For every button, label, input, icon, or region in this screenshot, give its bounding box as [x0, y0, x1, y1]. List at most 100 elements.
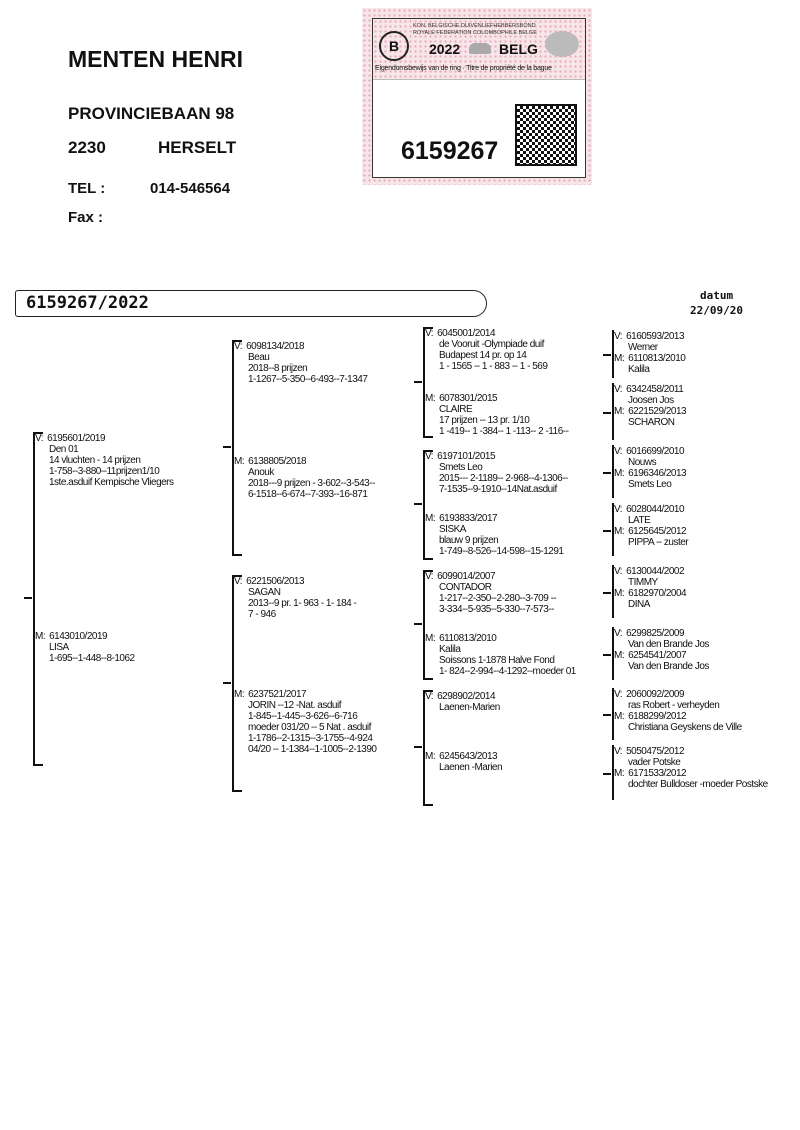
- entry-detail: 14 vluchten - 14 prijzen: [49, 455, 141, 466]
- sex-label: V:: [614, 746, 623, 757]
- ring-number: 6299825/2009: [626, 628, 685, 639]
- entry-detail: CLAIRE: [439, 404, 473, 415]
- owner-postcode: 2230: [68, 138, 106, 157]
- ring-number: 6098134/2018: [246, 341, 305, 352]
- entry-detail: SISKA: [439, 524, 466, 535]
- entry-detail: JORIN --12 -Nat. asduif: [248, 700, 341, 711]
- sex-label: M:: [614, 468, 625, 479]
- ring-number: 6078301/2015: [439, 393, 498, 404]
- entry-detail: Anouk: [248, 467, 274, 478]
- pedigree-bracket: [232, 340, 242, 556]
- entry-detail: 04/20 -- 1-1384--1-1005--2-1390: [248, 744, 377, 755]
- pedigree-bracket: [612, 330, 614, 378]
- entry-detail: 7 - 946: [248, 609, 276, 620]
- ring-number: 6342458/2011: [626, 384, 684, 395]
- entry-detail: 2018--8 prijzen: [248, 363, 308, 374]
- entry-detail: Laenen -Marien: [439, 762, 503, 773]
- federation-nl: KON. BELGISCHE DUIVENLIEFHEBBERSBOND: [413, 23, 536, 29]
- entry-detail: 1-1267--5-350--6-493--7-1347: [248, 374, 368, 385]
- pedigree-bracket: [612, 745, 614, 800]
- tel-label: TEL :: [68, 180, 106, 197]
- entry-detail: 3-334--5-935--5-330--7-573--: [439, 604, 554, 615]
- sex-label: M:: [234, 456, 245, 467]
- ring-number: 6130044/2002: [626, 566, 685, 577]
- ring-number: 6237521/2017: [248, 689, 307, 700]
- sex-label: M:: [425, 751, 436, 762]
- pedigree-bracket: [612, 688, 614, 740]
- ring-number: 6197101/2015: [437, 451, 496, 462]
- sex-label: M:: [614, 768, 625, 779]
- bracket-connector: [603, 530, 611, 532]
- ring-year: 2022: [429, 41, 461, 57]
- pedigree-bracket: [423, 327, 433, 438]
- ring-number: 6099014/2007: [437, 571, 496, 582]
- bracket-connector: [223, 446, 231, 448]
- sex-label: M:: [35, 631, 46, 642]
- owner-name: MENTEN HENRI: [68, 46, 244, 72]
- pedigree-bracket: [612, 503, 614, 556]
- entry-detail: 1-1786--2-1315--3-1755--4-924: [248, 733, 373, 744]
- date-value: 22/09/20: [690, 304, 743, 317]
- entry-detail: Soissons 1-1878 Halve Fond: [439, 655, 555, 666]
- bracket-connector: [603, 412, 611, 414]
- pedigree-bracket: [423, 690, 433, 806]
- bracket-connector: [603, 714, 611, 716]
- entry-detail: 6-1518--6-674--7-393--16-871: [248, 489, 368, 500]
- entry-detail: 1 -419-- 1 -384-- 1 -113-- 2 -116--: [439, 426, 569, 437]
- sex-label: V:: [425, 691, 434, 702]
- entry-detail: moeder 031/20 -- 5 Nat . asduif: [248, 722, 371, 733]
- pedigree-title-box: 6159267/2022: [15, 290, 487, 317]
- ring-number: 6160593/2013: [626, 331, 685, 342]
- sex-label: M:: [614, 650, 625, 661]
- entry-detail: Nouws: [628, 457, 657, 468]
- ring-ownership-card: B KON. BELGISCHE DUIVENLIEFHEBBERSBOND R…: [362, 8, 592, 185]
- entry-detail: 1-695--1-448--8-1062: [49, 653, 135, 664]
- ring-number: 6016699/2010: [626, 446, 685, 457]
- ring-number: 6143010/2019: [49, 631, 108, 642]
- pedigree-bracket: [423, 450, 433, 560]
- bracket-connector: [414, 623, 422, 625]
- ring-number: 6196346/2013: [628, 468, 687, 479]
- sex-label: V:: [614, 566, 623, 577]
- fax-label: Fax :: [68, 209, 104, 226]
- entry-detail: 1-217--2-350--2-280--3-709 --: [439, 593, 557, 604]
- pedigree-bracket: [33, 432, 43, 766]
- ring-number: 6182970/2004: [628, 588, 687, 599]
- entry-detail: Smets Leo: [439, 462, 483, 473]
- entry-detail: Van den Brande Jos: [628, 639, 709, 650]
- entry-detail: SCHARON: [628, 417, 675, 428]
- bracket-connector: [603, 472, 611, 474]
- bracket-connector: [414, 503, 422, 505]
- sex-label: V:: [35, 433, 44, 444]
- entry-detail: Werner: [628, 342, 658, 353]
- ring-number: 6110813/2010: [628, 353, 686, 364]
- entry-detail: 1-845--1-445--3-626--6-716: [248, 711, 358, 722]
- entry-detail: LISA: [49, 642, 69, 653]
- pedigree-bracket: [423, 570, 433, 680]
- sex-label: V:: [614, 504, 623, 515]
- pedigree-bracket: [612, 627, 614, 680]
- pedigree-bracket: [612, 383, 614, 440]
- ring-number: 6193833/2017: [439, 513, 498, 524]
- entry-detail: blauw 9 prijzen: [439, 535, 499, 546]
- entry-detail: 7-1535--9-1910--14Nat.asduif: [439, 484, 557, 495]
- sex-label: V:: [425, 571, 434, 582]
- bracket-connector: [603, 654, 611, 656]
- date-label: datum: [700, 289, 734, 302]
- ring-number: 6254541/2007: [628, 650, 687, 661]
- ring-number: 6110813/2010: [439, 633, 497, 644]
- entry-detail: SAGAN: [248, 587, 281, 598]
- sex-label: V:: [234, 341, 243, 352]
- ring-number: 6028044/2010: [626, 504, 685, 515]
- sex-label: V:: [614, 628, 623, 639]
